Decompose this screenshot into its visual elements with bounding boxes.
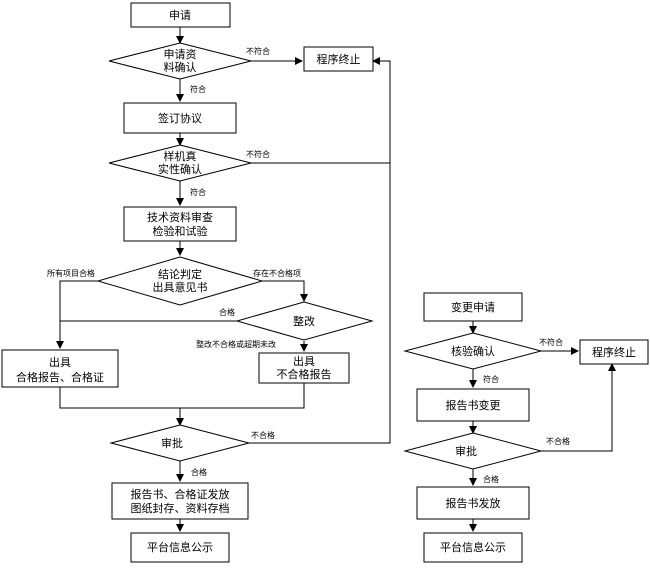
edge-merge-reports — [59, 383, 305, 409]
label-comply-1: 符合 — [190, 84, 206, 94]
node-approve-left: 审批 — [109, 424, 251, 462]
node-terminate-right: 程序终止 — [579, 339, 649, 365]
node-sample-authenticity-line2: 实性确认 — [158, 162, 202, 176]
node-approve-right: 审批 — [403, 432, 543, 470]
label-rectify-fail-timeout: 整改不合格或超期未改 — [196, 339, 276, 349]
node-release-archive: 报告书、合格证发放 图纸封存、资料存档 — [111, 482, 249, 520]
node-report-change-label: 报告书变更 — [446, 398, 501, 412]
node-publish-left-label: 平台信息公示 — [147, 540, 213, 554]
node-issue-qualified-line2: 合格报告、合格证 — [16, 370, 104, 384]
edge-conclusion-to-rectify — [262, 280, 308, 302]
right-flow-connectors — [469, 321, 616, 532]
label-pass-right: 合格 — [483, 474, 499, 484]
label-has-failed-items: 存在不合格项 — [253, 268, 301, 278]
node-issue-qualified: 出具 合格报告、合格证 — [1, 349, 119, 388]
label-pass-left: 合格 — [191, 467, 207, 477]
node-verify-confirm: 核验确认 — [403, 332, 543, 370]
label-not-comply-2: 不符合 — [246, 149, 270, 159]
label-fail-right: 不合格 — [546, 436, 570, 446]
label-not-comply-1: 不符合 — [246, 46, 270, 56]
node-change-request: 变更申请 — [423, 292, 523, 322]
node-rectify-label: 整改 — [293, 314, 315, 328]
node-review-test: 技术资料审查 检验和试验 — [123, 206, 237, 242]
label-all-items-pass: 所有项目合格 — [47, 268, 95, 278]
node-report-release: 报告书发放 — [416, 486, 530, 520]
node-review-test-line2: 检验和试验 — [153, 224, 208, 238]
node-start: 申请 — [130, 2, 231, 28]
node-confirm-materials-line2: 料确认 — [164, 60, 197, 74]
node-terminate-left-label: 程序终止 — [317, 52, 361, 66]
edge-conclusion-to-qualified — [56, 280, 98, 349]
node-publish-left: 平台信息公示 — [130, 532, 230, 563]
node-change-request-label: 变更申请 — [451, 300, 495, 314]
node-review-test-line1: 技术资料审查 — [147, 210, 213, 224]
edge-approve-to-terminate — [249, 57, 391, 444]
left-flow-connectors — [56, 27, 391, 532]
node-verify-confirm-label: 核验确认 — [451, 344, 495, 358]
node-issue-unqualified: 出具 不合格报告 — [258, 352, 350, 384]
node-terminate-right-label: 程序终止 — [592, 345, 636, 359]
node-sample-authenticity-line1: 样机真 — [164, 149, 197, 163]
node-sign-agreement-label: 签订协议 — [158, 111, 202, 125]
node-confirm-materials: 申请资 料确认 — [108, 42, 252, 80]
node-conclusion: 结论判定 出具意见书 — [96, 256, 264, 306]
node-release-archive-line2: 图纸封存、资料存档 — [131, 501, 230, 515]
node-issue-qualified-line1: 出具 — [49, 355, 71, 369]
node-issue-unqualified-line2: 不合格报告 — [277, 367, 332, 381]
edge-labels: 不符合 符合 不符合 符合 所有项目合格 存在不合格项 合格 整改不合格或超期未… — [47, 46, 570, 484]
node-report-change: 报告书变更 — [416, 388, 530, 422]
node-sample-authenticity: 样机真 实性确认 — [108, 144, 252, 182]
node-publish-right-label: 平台信息公示 — [440, 540, 506, 554]
node-confirm-materials-line1: 申请资 — [164, 48, 197, 61]
node-report-release-label: 报告书发放 — [446, 496, 501, 510]
label-comply-2: 符合 — [190, 187, 206, 197]
label-comply-right: 符合 — [483, 374, 499, 384]
node-sign-agreement: 签订协议 — [123, 102, 237, 134]
node-conclusion-line1: 结论判定 — [158, 267, 202, 281]
label-fail-left: 不合格 — [251, 430, 275, 440]
label-not-comply-right: 不符合 — [539, 337, 563, 347]
node-approve-left-label: 审批 — [161, 436, 183, 450]
node-publish-right: 平台信息公示 — [423, 532, 523, 563]
node-conclusion-line2: 出具意见书 — [153, 280, 208, 294]
label-pass-rectify: 合格 — [219, 307, 235, 317]
node-rectify: 整改 — [235, 301, 374, 341]
node-start-label: 申请 — [169, 9, 191, 22]
node-release-archive-line1: 报告书、合格证发放 — [131, 487, 230, 501]
node-approve-right-label: 审批 — [455, 444, 477, 458]
node-terminate-left: 程序终止 — [303, 46, 374, 72]
node-issue-unqualified-line1: 出具 — [293, 354, 315, 368]
edge-approve-to-terminate-right — [541, 363, 616, 452]
